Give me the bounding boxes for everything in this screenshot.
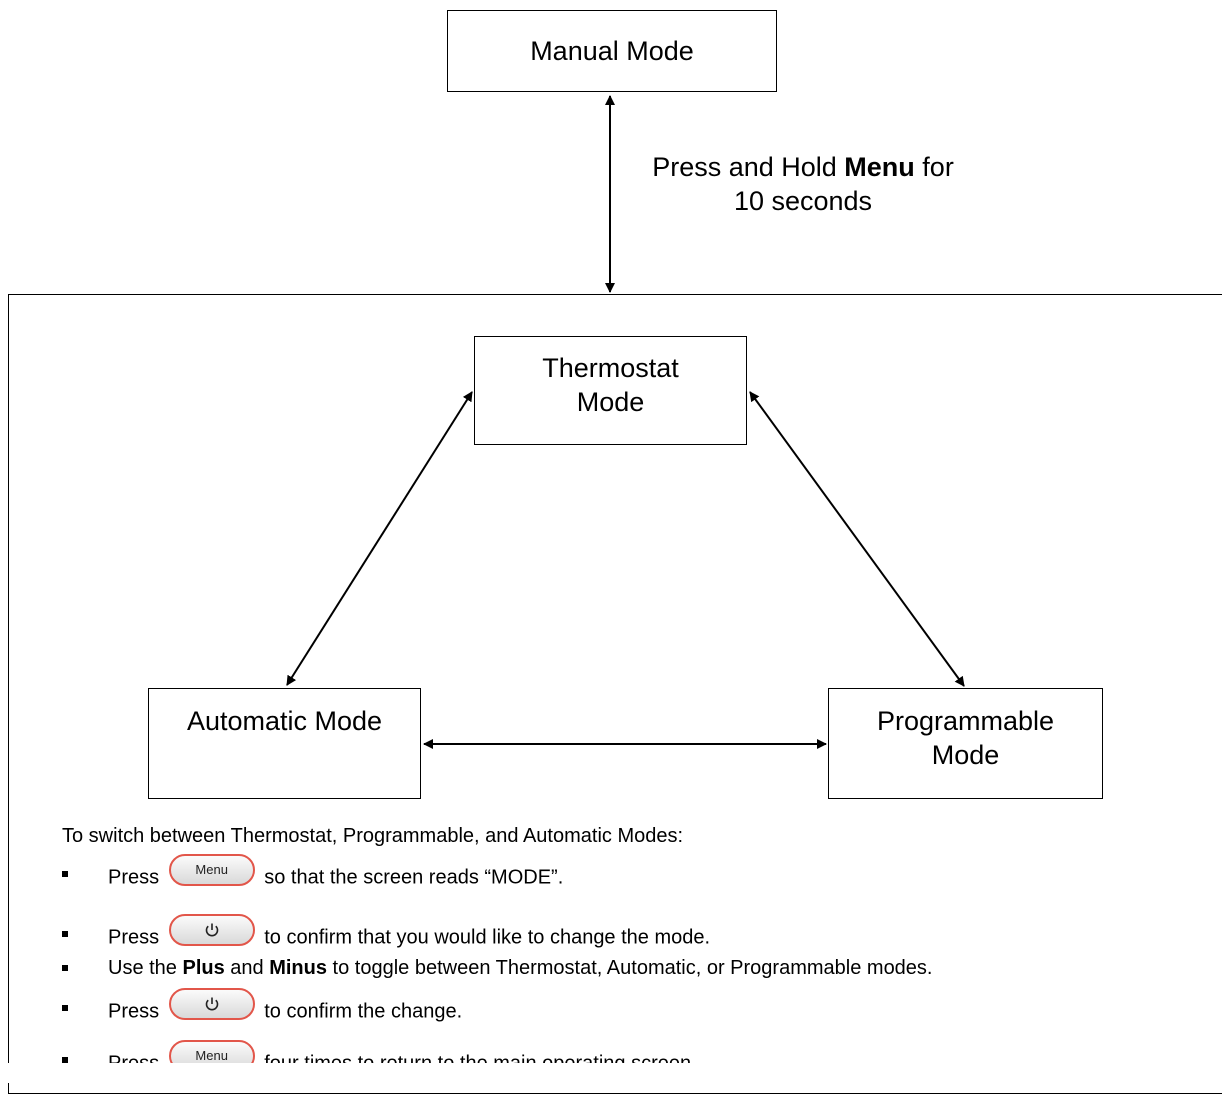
step-pre: Use the [108,957,183,979]
bullet [62,965,68,971]
menu-button-label: Menu [195,862,228,877]
step-pre: Press [108,926,160,949]
power-button[interactable] [168,988,255,1020]
bullet [62,1057,68,1063]
step-text: Press to confirm that you would like to … [108,914,711,954]
step-post: to confirm the change. [264,1000,463,1023]
transition-suffix: for [914,152,954,182]
plus-label: Plus [182,957,225,979]
step-post: to toggle between Thermostat, Automatic,… [327,957,933,979]
step-post: to confirm that you would like to change… [264,926,711,949]
bullet [62,931,68,937]
step-text: Use the Plus and Minus to toggle between… [108,956,933,980]
instruction-step: Press Menu so that the screen reads “MOD… [0,854,1222,900]
transition-key: Menu [844,152,915,182]
thermostat-mode-box: Thermostat Mode [474,336,747,445]
menu-button[interactable]: Menu [168,854,255,886]
automatic-mode-label: Automatic Mode [186,706,383,736]
thermostat-mode-line2: Mode [576,387,645,417]
press-hold-menu-label: Press and Hold Menu for 10 seconds [618,150,988,218]
programmable-mode-line1: Programmable [876,706,1055,736]
step-pre: Press [108,866,160,889]
instruction-step: Press to confirm the change. [0,988,1222,1034]
power-icon [204,920,220,937]
transition-prefix: Press and Hold [652,152,845,182]
bullet [62,1005,68,1011]
page-bottom-cutoff [0,1063,1222,1083]
programmable-mode-line2: Mode [931,740,1000,770]
manual-mode-label: Manual Mode [530,36,694,66]
minus-label: Minus [269,957,327,979]
step-text: Press to confirm the change. [108,988,463,1028]
step-mid: and [224,957,270,979]
thermostat-mode-line1: Thermostat [542,353,679,383]
power-icon [204,994,220,1011]
menu-button-label: Menu [195,1048,228,1063]
manual-mode-box: Manual Mode [447,10,777,92]
bullet [62,871,68,877]
transition-duration: 10 seconds [733,186,873,216]
automatic-mode-box: Automatic Mode [148,688,421,799]
step-pre: Press [108,1000,160,1023]
power-button[interactable] [168,914,255,946]
step-text: Press Menu so that the screen reads “MOD… [108,854,564,894]
instructions-intro: To switch between Thermostat, Programmab… [62,825,684,847]
instruction-step: Use the Plus and Minus to toggle between… [0,956,1222,994]
programmable-mode-box: Programmable Mode [828,688,1103,799]
step-post: so that the screen reads “MODE”. [264,866,564,889]
instruction-step: Press to confirm that you would like to … [0,914,1222,960]
